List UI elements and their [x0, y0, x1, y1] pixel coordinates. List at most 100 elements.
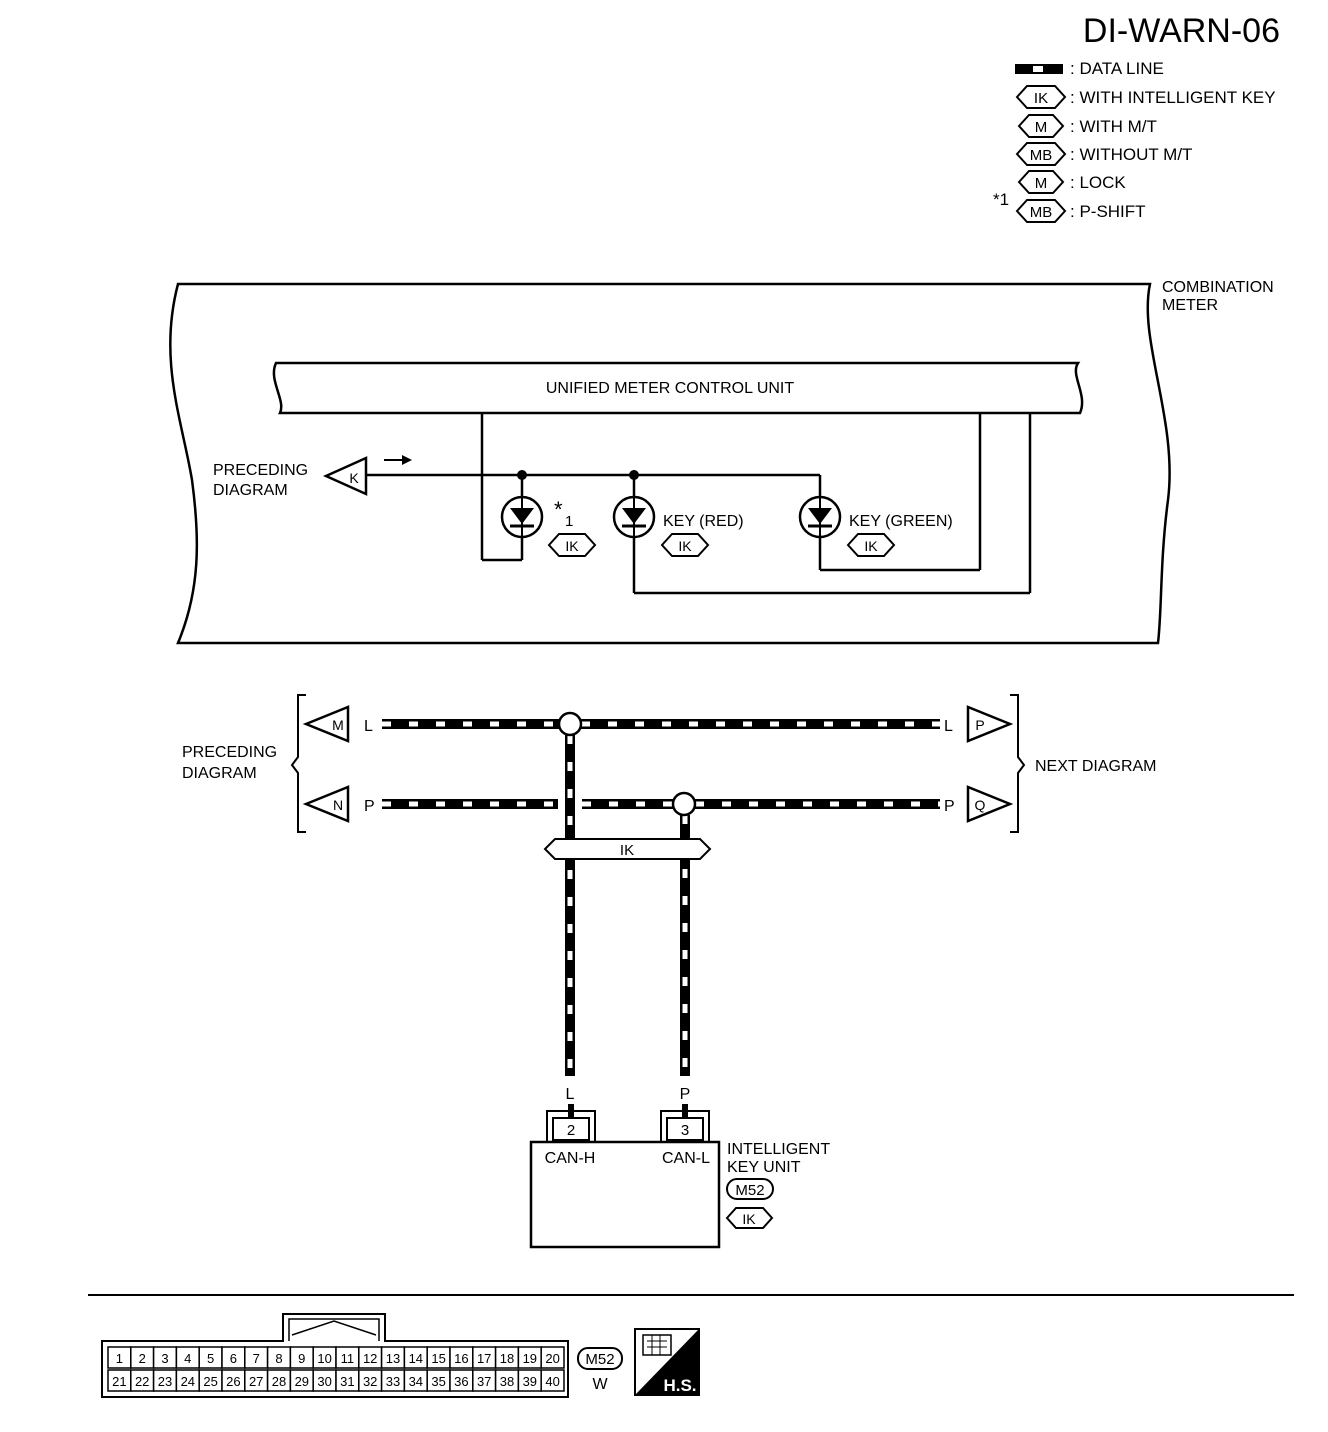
- wire-color-n: P: [364, 798, 375, 815]
- pin-number: 15: [431, 1351, 445, 1366]
- pin-number: 38: [500, 1374, 514, 1389]
- connector-q-label: Q: [975, 797, 986, 813]
- pin-number: 32: [363, 1374, 377, 1389]
- legend-mt-text: : WITH M/T: [1070, 117, 1157, 136]
- control-unit-label: UNIFIED METER CONTROL UNIT: [546, 380, 795, 397]
- splice-can-h: [557, 711, 583, 737]
- ik-option-bar: IK: [543, 838, 712, 860]
- legend-star: *1: [993, 190, 1009, 209]
- can-data-lines: [382, 719, 940, 1118]
- hs-label: H.S.: [663, 1376, 696, 1395]
- pin-cell: [540, 1369, 565, 1392]
- pin-number: 28: [272, 1374, 286, 1389]
- pin-number: 12: [363, 1351, 377, 1366]
- pin-number: 4: [184, 1351, 191, 1366]
- pin-3-number: 3: [681, 1122, 689, 1139]
- pin-number: 6: [230, 1351, 237, 1366]
- connector-k-arrow: [322, 456, 368, 496]
- legend: : DATA LINE IK : WITH INTELLIGENT KEY M …: [993, 59, 1276, 223]
- diagram-title: DI-WARN-06: [1083, 12, 1280, 50]
- legend-p-shift-text: : P-SHIFT: [1070, 202, 1146, 221]
- unified-meter-control-unit: UNIFIED METER CONTROL UNIT: [272, 361, 1084, 415]
- pin-number: 39: [523, 1374, 537, 1389]
- led-indicator-1: * 1 IK: [500, 495, 597, 557]
- preceding-lower-line2: DIAGRAM: [182, 765, 257, 782]
- pin-number: 23: [158, 1374, 172, 1389]
- legend-data-line-text: : DATA LINE: [1070, 59, 1164, 78]
- pin-number: 24: [181, 1374, 195, 1389]
- pin-number: 25: [203, 1374, 217, 1389]
- connector-q: Q P: [944, 785, 1014, 823]
- legend-data-line: : DATA LINE: [1015, 59, 1164, 78]
- pin-2-name: CAN-H: [545, 1150, 596, 1167]
- preceding-lower-line1: PRECEDING: [182, 744, 277, 761]
- pin-number: 29: [295, 1374, 309, 1389]
- pin-number: 11: [341, 1351, 355, 1366]
- ik-unit-tag: IK: [742, 1211, 756, 1227]
- pin-number: 10: [317, 1351, 331, 1366]
- legend-without-mt: MB : WITHOUT M/T: [1015, 142, 1192, 166]
- led-1-sub: 1: [565, 513, 573, 530]
- pin-number: 22: [135, 1374, 149, 1389]
- pin-number: 31: [340, 1374, 354, 1389]
- connector-face-color: W: [592, 1376, 608, 1393]
- next-bracket: NEXT DIAGRAM: [1010, 694, 1157, 833]
- legend-ik: IK : WITH INTELLIGENT KEY: [1015, 85, 1276, 109]
- combination-meter: COMBINATION METER: [169, 279, 1274, 645]
- legend-without-mt-code: MB: [1030, 147, 1053, 164]
- legend-ik-code: IK: [1034, 90, 1048, 107]
- pin-2-number: 2: [567, 1122, 575, 1139]
- pin-number: 5: [207, 1351, 214, 1366]
- pin-number: 35: [431, 1374, 445, 1389]
- pin-3-terminal: 3 CAN-L: [660, 1110, 710, 1167]
- led-key-green: KEY (GREEN) IK: [798, 495, 953, 557]
- pin-cell: [540, 1346, 565, 1369]
- ik-unit-name-2: KEY UNIT: [727, 1159, 801, 1176]
- preceding-diagram-upper: PRECEDING DIAGRAM K: [213, 456, 368, 499]
- pin-number: 26: [226, 1374, 240, 1389]
- meter-internal-wiring: [366, 413, 1032, 595]
- legend-lock-code: M: [1035, 175, 1048, 192]
- ik-bar-label: IK: [620, 842, 634, 859]
- led-key-green-label: KEY (GREEN): [849, 513, 953, 530]
- legend-ik-text: : WITH INTELLIGENT KEY: [1070, 88, 1276, 107]
- pin-number: 27: [249, 1374, 263, 1389]
- pin-number: 30: [317, 1374, 331, 1389]
- pin-number: 34: [409, 1374, 423, 1389]
- connector-p-label: P: [975, 717, 984, 733]
- combination-meter-label-2: METER: [1162, 297, 1218, 314]
- ik-unit-name-1: INTELLIGENT: [727, 1141, 830, 1158]
- combination-meter-label-1: COMBINATION: [1162, 279, 1274, 296]
- pin-number: 7: [253, 1351, 260, 1366]
- legend-mt: M : WITH M/T: [1017, 114, 1157, 138]
- preceding-upper-line1: PRECEDING: [213, 462, 308, 479]
- next-diagram-label: NEXT DIAGRAM: [1035, 758, 1157, 775]
- intelligent-key-unit: 2 CAN-H 3 CAN-L INTELLIGENT KEY UNIT M52…: [529, 1110, 830, 1249]
- pin-number: 40: [545, 1374, 559, 1389]
- pin-number: 21: [112, 1374, 126, 1389]
- wire-color-p-right: L: [944, 718, 953, 735]
- legend-lock-text: : LOCK: [1070, 173, 1126, 192]
- legend-mt-code: M: [1035, 119, 1048, 136]
- led-key-red-label: KEY (RED): [663, 513, 744, 530]
- splice-can-l: [671, 791, 697, 817]
- connector-m: M L: [302, 705, 373, 743]
- connector-face-id: M52: [585, 1351, 614, 1368]
- pin-number: 8: [275, 1351, 282, 1366]
- led-key-red-tag: IK: [678, 538, 692, 554]
- pin-number: 2: [139, 1351, 146, 1366]
- pin-number: 18: [500, 1351, 514, 1366]
- connector-k-label: K: [349, 470, 359, 486]
- led-1-tag: IK: [565, 538, 579, 554]
- connector-p: P L: [944, 705, 1014, 743]
- legend-p-shift: *1 MB : P-SHIFT: [993, 190, 1146, 223]
- preceding-upper-line2: DIAGRAM: [213, 482, 288, 499]
- pin-number: 14: [409, 1351, 423, 1366]
- led-key-red: KEY (RED) IK: [612, 495, 744, 557]
- pin-number: 20: [545, 1351, 559, 1366]
- connector-n-label: N: [333, 797, 343, 813]
- legend-without-mt-text: : WITHOUT M/T: [1070, 145, 1192, 164]
- pin-number: 1: [116, 1351, 123, 1366]
- hs-badge: H.S.: [634, 1328, 700, 1396]
